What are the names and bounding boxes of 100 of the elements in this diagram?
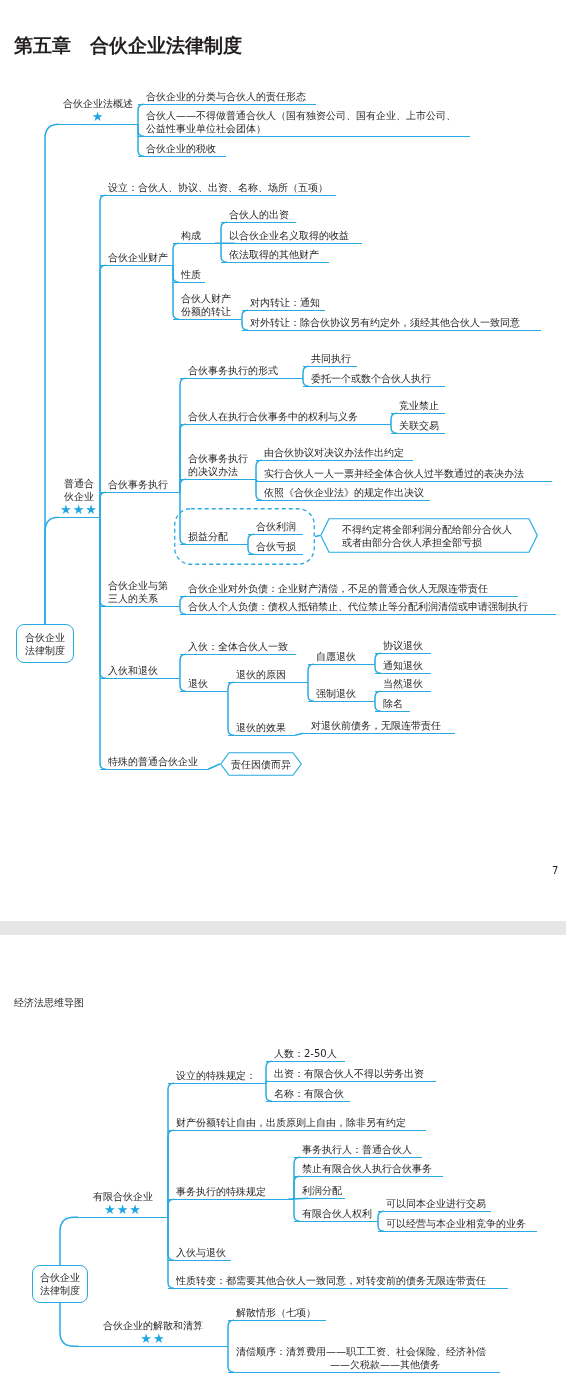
- branch-topic: 通知退伙: [375, 659, 431, 674]
- chapter-title: 第五章 合伙企业法律制度: [14, 33, 242, 57]
- branch-topic: 合伙人的出资: [221, 208, 296, 223]
- branch-topic: 以合伙企业名义取得的收益: [221, 229, 362, 244]
- dashed-group-outline: [174, 508, 315, 565]
- branch-topic: 合伙人个人负债：债权人抵销禁止、代位禁止等分配利润清偿或申请强制执行: [180, 600, 556, 615]
- branch-topic: 合伙企业对外负债：企业财产清偿，不足的普通合伙人无限连带责任: [180, 582, 518, 597]
- main-branch: [78, 1319, 228, 1347]
- branch-topic: 损益分配: [180, 530, 248, 545]
- branch-topic: 可以同本企业进行交易: [378, 1197, 491, 1212]
- branch-connector: [167, 1216, 175, 1289]
- branch-topic: 出资：有限合伙人不得以劳务出资: [266, 1067, 436, 1082]
- branch-topic: 合伙事务执行的形式: [180, 364, 303, 379]
- page-header-text: 经济法思维导图: [14, 996, 84, 1009]
- branch-topic: 事务执行人：普通合伙人: [294, 1143, 422, 1158]
- branch-topic: 协议退伙: [375, 639, 431, 654]
- branch-connector: [137, 123, 145, 157]
- branch-topic: 退伙的效果: [228, 721, 295, 736]
- branch-topic: 禁止有限合伙人执行合伙事务: [294, 1162, 443, 1177]
- branch-topic: 利润分配: [294, 1184, 345, 1199]
- branch-topic-text: 合伙企业法概述: [63, 98, 133, 109]
- branch-topic: 合伙亏损: [248, 540, 303, 555]
- branch-topic: 对退伙前债务，无限连带责任: [303, 719, 455, 734]
- branch-connector: [207, 763, 221, 770]
- main-branch: [78, 1190, 168, 1218]
- main-branch: [58, 477, 100, 518]
- branch-topic-text: 有限合伙企业: [93, 1191, 153, 1202]
- branch-topic: 委托一个或数个合伙人执行: [303, 372, 445, 387]
- branch-topic: 合伙人财产份额的转让: [173, 292, 242, 320]
- branch-topic: 竞业禁止: [391, 399, 445, 414]
- star-rating: ★★: [139, 1332, 167, 1345]
- main-branch: [58, 97, 138, 125]
- central-topic-box: 合伙企业法律制度: [16, 624, 74, 663]
- branch-topic: 清偿顺序：清算费用——职工工资、社会保险、经济补偿——欠税款——其他债务: [228, 1345, 500, 1373]
- note-hexagon: 责任因债而异: [220, 752, 302, 776]
- branch-connector: [220, 242, 228, 263]
- branch-connector: [265, 1080, 269, 1084]
- page-number: 7: [552, 864, 559, 877]
- branch-topic: 特殊的普通合伙企业: [100, 755, 208, 770]
- branch-topic: 解散情形（七项）: [228, 1306, 326, 1321]
- branch-connector: [390, 423, 398, 434]
- branch-connector: [59, 1302, 79, 1347]
- branch-topic: 合伙人——不得做普通合伙人（国有独资公司、国有企业、上市公司、公益性事业单位社会团体）: [138, 109, 470, 137]
- branch-connector: [241, 318, 249, 331]
- branch-connector: [59, 1216, 79, 1266]
- branch-connector: [227, 1345, 235, 1373]
- branch-topic: 退伙: [180, 677, 228, 692]
- branch-topic: 设立的特殊规定：: [168, 1069, 266, 1084]
- branch-topic: 合伙人在执行合伙事务中的权利与义务: [180, 410, 391, 425]
- branch-topic-text: 普通合伙企业: [63, 477, 95, 503]
- branch-topic: 退伙的原因: [228, 668, 308, 683]
- branch-topic: 财产份额转让自由，出质原则上自由，除非另有约定: [168, 1116, 426, 1131]
- note-hexagon: 不得约定将全部利润分配给部分合伙人或者由部分合伙人承担全部亏损: [320, 518, 538, 553]
- branch-topic: 名称：有限合伙: [266, 1087, 350, 1102]
- branch-topic: 合伙企业财产: [100, 251, 173, 266]
- branch-topic: 性质: [173, 268, 205, 283]
- branch-connector: [314, 534, 321, 538]
- branch-topic: 合伙事务执行的决议办法: [180, 452, 256, 480]
- branch-topic: 当然退伙: [375, 677, 431, 692]
- branch-topic: 关联交易: [391, 419, 445, 434]
- branch-topic: 除名: [375, 697, 410, 712]
- branch-connector: [44, 516, 60, 625]
- branch-topic: 实行合伙人一人一票并经全体合伙人过半数通过的表决办法: [256, 467, 552, 482]
- branch-connector: [255, 478, 263, 501]
- branch-connector: [99, 516, 107, 770]
- branch-connector: [294, 732, 304, 736]
- branch-topic: 合伙利润: [248, 520, 303, 535]
- star-rating: ★: [90, 110, 106, 123]
- star-rating: ★★★: [103, 1203, 143, 1216]
- branch-connector: [377, 1220, 385, 1232]
- branch-topic: 性质转变：都需要其他合伙人一致同意，对转变前的债务无限连带责任: [168, 1274, 508, 1289]
- branch-topic: 合伙企业与第三人的关系: [100, 579, 180, 607]
- branch-topic: 依照《合伙企业法》的规定作出决议: [256, 486, 430, 501]
- branch-connector: [302, 377, 310, 387]
- branch-topic: 入伙和退伙: [100, 664, 180, 679]
- branch-topic: 事务执行的特殊规定: [168, 1185, 294, 1200]
- central-topic-box: 合伙企业法律制度: [32, 1265, 88, 1303]
- branch-connector: [179, 677, 187, 692]
- branch-connector: [179, 605, 187, 615]
- branch-topic: 入伙：全体合伙人一致: [180, 640, 296, 655]
- branch-topic: 由合伙协议对决议办法作出约定: [256, 446, 413, 461]
- branch-topic: 强制退伙: [308, 687, 375, 702]
- branch-connector: [247, 543, 255, 555]
- branch-topic: 有限合伙人权利: [294, 1207, 378, 1222]
- branch-topic: 合伙企业的分类与合伙人的责任形态: [138, 90, 316, 105]
- branch-topic: 设立：合伙人、协议、出资、名称、场所（五项）: [100, 181, 336, 196]
- branch-connector: [179, 491, 187, 545]
- branch-topic: 合伙事务执行: [100, 478, 180, 493]
- branch-topic: 依法取得的其他财产: [221, 248, 329, 263]
- branch-topic: 对内转让：通知: [242, 296, 325, 311]
- branch-topic: 对外转让：除合伙协议另有约定外，须经其他合伙人一致同意: [242, 316, 541, 331]
- branch-connector: [265, 1082, 273, 1102]
- branch-topic: 合伙企业的税收: [138, 142, 226, 157]
- branch-topic: 共同执行: [303, 352, 357, 367]
- branch-connector: [255, 478, 259, 482]
- branch-topic: 构成: [173, 229, 221, 244]
- branch-connector: [227, 690, 235, 736]
- branch-topic: 入伙与退伙: [168, 1246, 231, 1261]
- branch-topic: 人数：2-50人: [266, 1047, 345, 1062]
- branch-topic: 自愿退伙: [308, 650, 375, 665]
